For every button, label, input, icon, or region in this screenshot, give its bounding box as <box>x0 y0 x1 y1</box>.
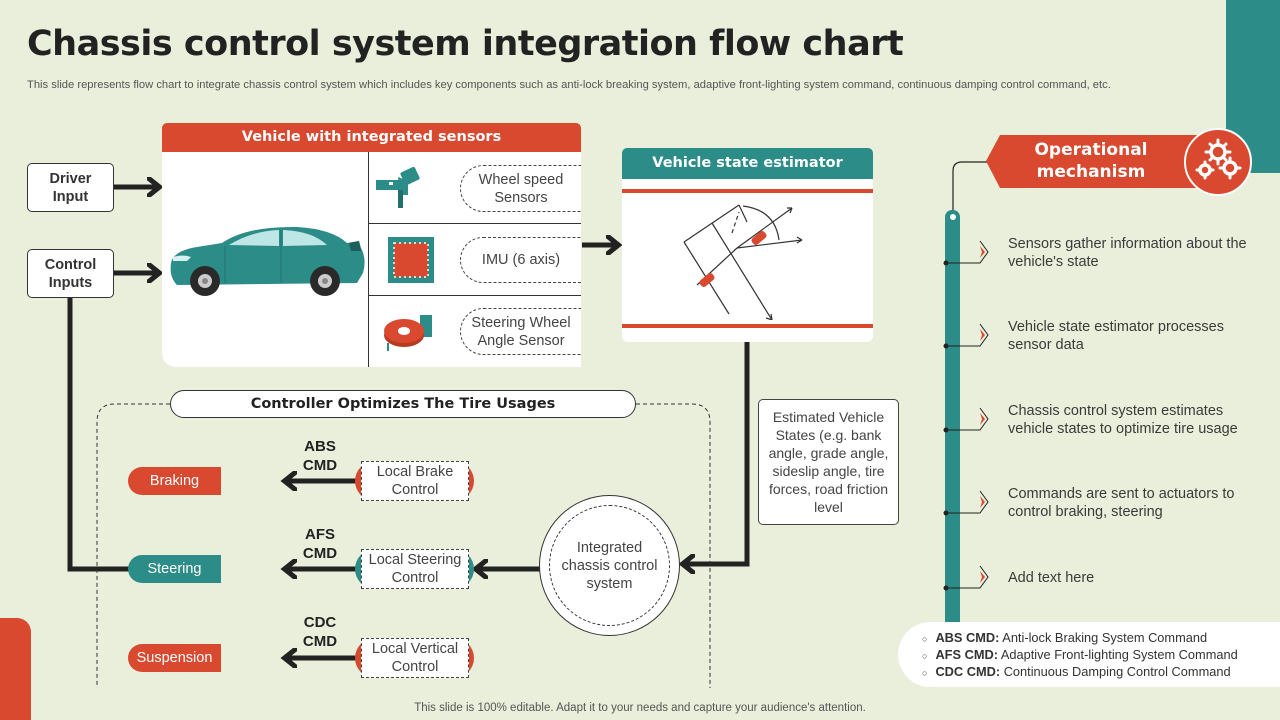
integrated-system-inner: Integrated chassis control system <box>549 505 670 626</box>
driver-input-label: Driver Input <box>49 170 92 205</box>
estimator-bottom-rule <box>622 324 873 328</box>
vehicle-panel-title: Vehicle with integrated sensors <box>162 123 581 152</box>
operational-item: Add text here <box>1008 570 1095 586</box>
sensor-steering-angle-label: Steering Wheel Angle Sensor <box>471 314 571 349</box>
driver-input-box: Driver Input <box>27 163 114 212</box>
imu-chip-icon <box>388 237 434 283</box>
car-icon <box>170 226 365 296</box>
cmd-abs: ABS CMD <box>302 438 338 474</box>
sensor-row-divider <box>368 223 581 224</box>
local-brake-control: Local Brake Control <box>361 461 469 501</box>
operational-item: Commands are sent to actuators to contro… <box>1008 486 1235 520</box>
steering-angle-sensor-icon <box>384 315 432 351</box>
controller-title: Controller Optimizes The Tire Usages <box>170 390 636 418</box>
actuator-suspension: Suspension <box>128 644 221 672</box>
page-subtitle: This slide represents flow chart to inte… <box>27 79 1111 91</box>
integrated-system-node: Integrated chassis control system <box>539 495 680 636</box>
operational-item: Chassis control system estimates vehicle… <box>1008 403 1238 437</box>
controller-dashed-border <box>96 403 711 688</box>
actuator-braking-label: Braking <box>149 473 200 489</box>
vehicle-dynamics-diagram-icon <box>683 204 803 320</box>
legend-list: ○ABS CMD: Anti-lock Braking System Comma… <box>922 630 1238 681</box>
timeline-connectors <box>943 240 989 591</box>
vehicle-panel-divider <box>368 152 369 367</box>
timeline-start-dot <box>950 214 956 220</box>
legend-item: ○ABS CMD: Anti-lock Braking System Comma… <box>922 630 1208 645</box>
cmd-cdc: CDC CMD <box>302 614 338 650</box>
vehicle-panel: Vehicle with integrated sensors Whee <box>162 123 581 367</box>
legend-item: ○CDC CMD: Continuous Damping Control Com… <box>922 664 1231 679</box>
actuator-braking: Braking <box>128 467 221 495</box>
wheel-speed-sensor-icon <box>376 167 420 208</box>
control-inputs-label: Control Inputs <box>44 256 97 291</box>
actuator-steering-label: Steering <box>147 561 202 577</box>
sensor-wheel-speed: Wheel speed Sensors <box>460 165 581 212</box>
local-steering-control-label: Local Steering Control <box>368 552 462 586</box>
page-title: Chassis control system integration flow … <box>27 24 904 64</box>
operational-item: Sensors gather information about the veh… <box>1008 236 1247 270</box>
legend-text: Anti-lock Braking System Command <box>1002 630 1208 645</box>
legend-abbr: ABS CMD: <box>935 630 1000 645</box>
legend-abbr: AFS CMD: <box>935 647 998 662</box>
operational-header: Operational mechanism <box>986 135 1216 188</box>
estimated-states-text: Estimated Vehicle States (e.g. bank angl… <box>768 409 889 515</box>
estimated-states-note: Estimated Vehicle States (e.g. bank angl… <box>758 399 899 525</box>
cmd-afs: AFS CMD <box>302 526 338 562</box>
estimator-panel: Vehicle state estimator <box>622 148 873 342</box>
arrow-estimator-to-controller <box>684 342 750 564</box>
actuator-suspension-label: Suspension <box>136 650 213 666</box>
operational-title: Operational mechanism <box>1034 140 1148 182</box>
sensor-steering-angle: Steering Wheel Angle Sensor <box>460 308 581 355</box>
timeline-bar <box>945 210 960 624</box>
red-corner-decoration <box>0 618 31 720</box>
legend-abbr: CDC CMD: <box>935 664 1001 679</box>
sensor-row-divider <box>368 295 581 296</box>
sensor-imu: IMU (6 axis) <box>460 237 581 283</box>
local-vertical-control: Local Vertical Control <box>361 638 469 678</box>
estimator-top-rule <box>622 189 873 193</box>
operational-item: Vehicle state estimator processes sensor… <box>1008 319 1224 353</box>
estimator-title: Vehicle state estimator <box>622 148 873 179</box>
local-brake-control-label: Local Brake Control <box>376 464 454 498</box>
legend-item: ○AFS CMD: Adaptive Front-lighting System… <box>922 647 1238 662</box>
gears-icon <box>1184 128 1252 196</box>
legend-box: ○ABS CMD: Anti-lock Braking System Comma… <box>898 622 1280 687</box>
legend-text: Continuous Damping Control Command <box>1003 664 1231 679</box>
operational-connector <box>952 161 988 212</box>
sensor-wheel-speed-label: Wheel speed Sensors <box>478 171 564 206</box>
local-vertical-control-label: Local Vertical Control <box>371 641 459 675</box>
line-control-to-steering <box>67 298 130 572</box>
integrated-system-label: Integrated chassis control system <box>561 539 658 592</box>
control-inputs-box: Control Inputs <box>27 249 114 298</box>
footer-note: This slide is 100% editable. Adapt it to… <box>414 702 866 714</box>
legend-text: Adaptive Front-lighting System Command <box>1000 647 1238 662</box>
local-steering-control: Local Steering Control <box>361 549 469 589</box>
sensor-imu-label: IMU (6 axis) <box>481 252 561 268</box>
operational-banner <box>986 135 1216 188</box>
actuator-steering: Steering <box>128 555 221 583</box>
